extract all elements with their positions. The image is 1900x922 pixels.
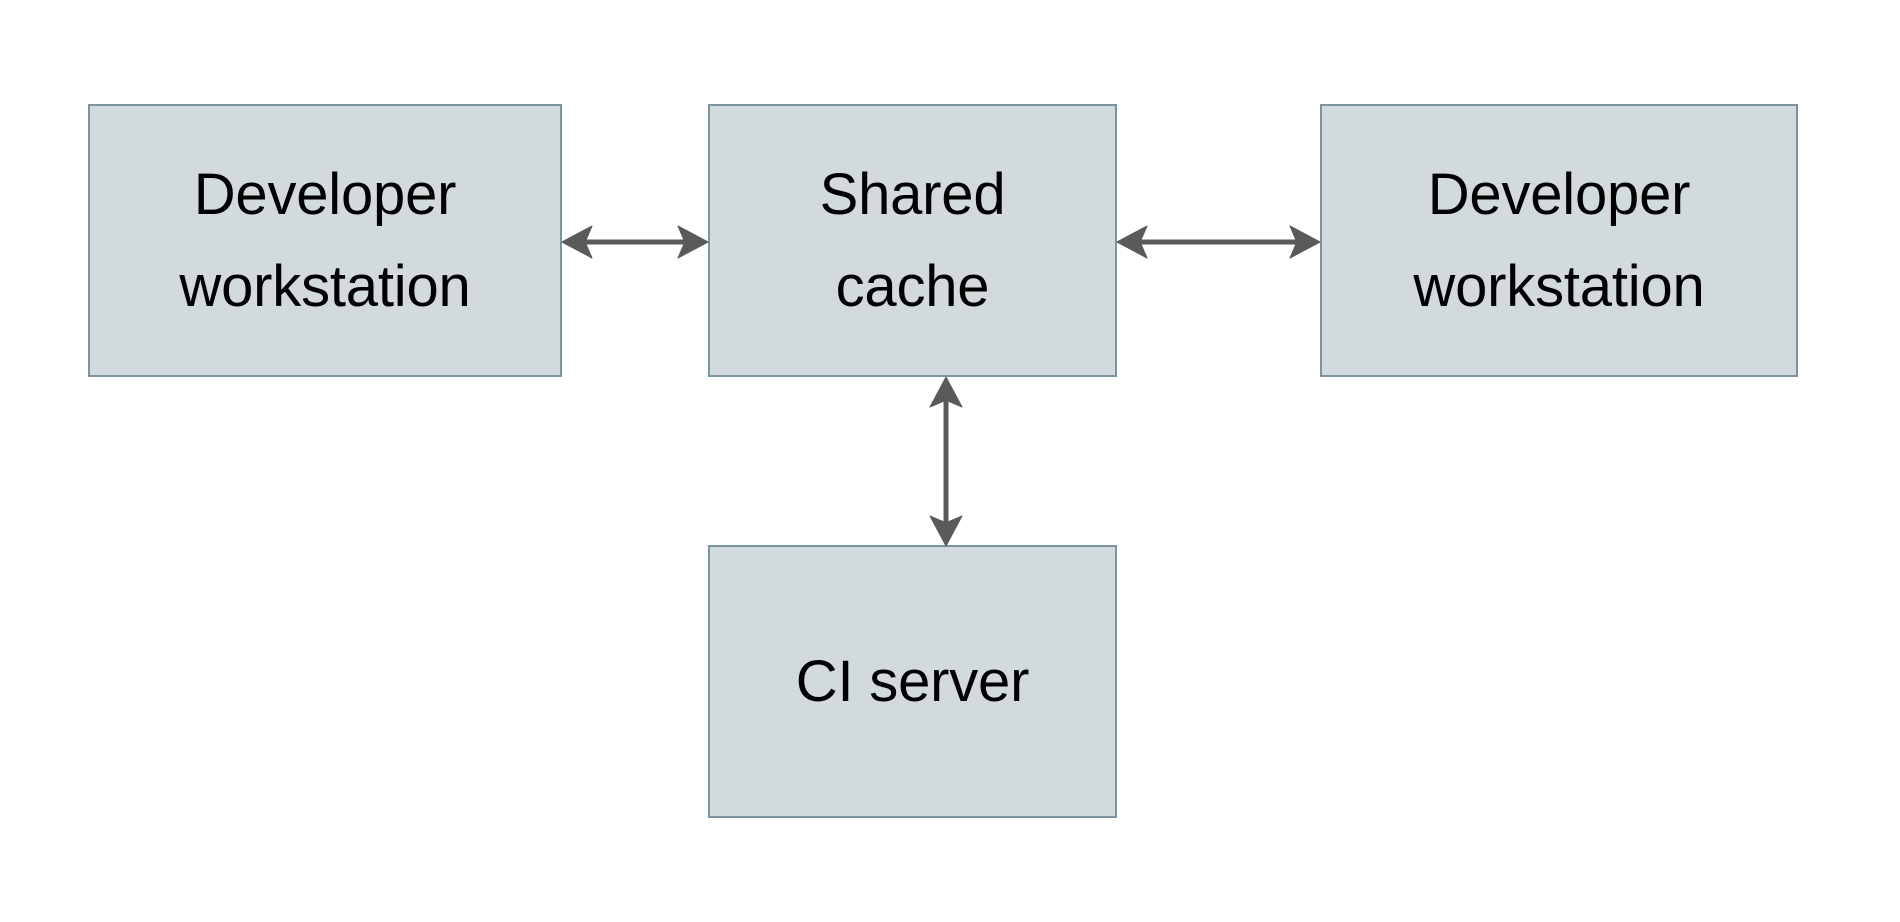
edge-shared-cache-to-ci-server[interactable] (914, 371, 978, 552)
edge-shared-cache-to-developer-right[interactable] (1111, 210, 1326, 274)
node-ci-server[interactable]: CI server (708, 545, 1117, 818)
node-label: Developer workstation (179, 161, 471, 319)
node-developer-workstation-right[interactable]: Developer workstation (1320, 104, 1798, 377)
node-developer-workstation-left[interactable]: Developer workstation (88, 104, 562, 377)
bidirectional-arrow-icon (561, 225, 709, 259)
node-label: CI server (795, 648, 1030, 714)
node-shared-cache[interactable]: Shared cache (708, 104, 1117, 377)
node-label: Shared cache (819, 161, 1006, 319)
bidirectional-arrow-icon (929, 376, 963, 547)
bidirectional-arrow-icon (1116, 225, 1321, 259)
edge-developer-left-to-shared-cache[interactable] (556, 210, 714, 274)
node-label: Developer workstation (1413, 161, 1705, 319)
